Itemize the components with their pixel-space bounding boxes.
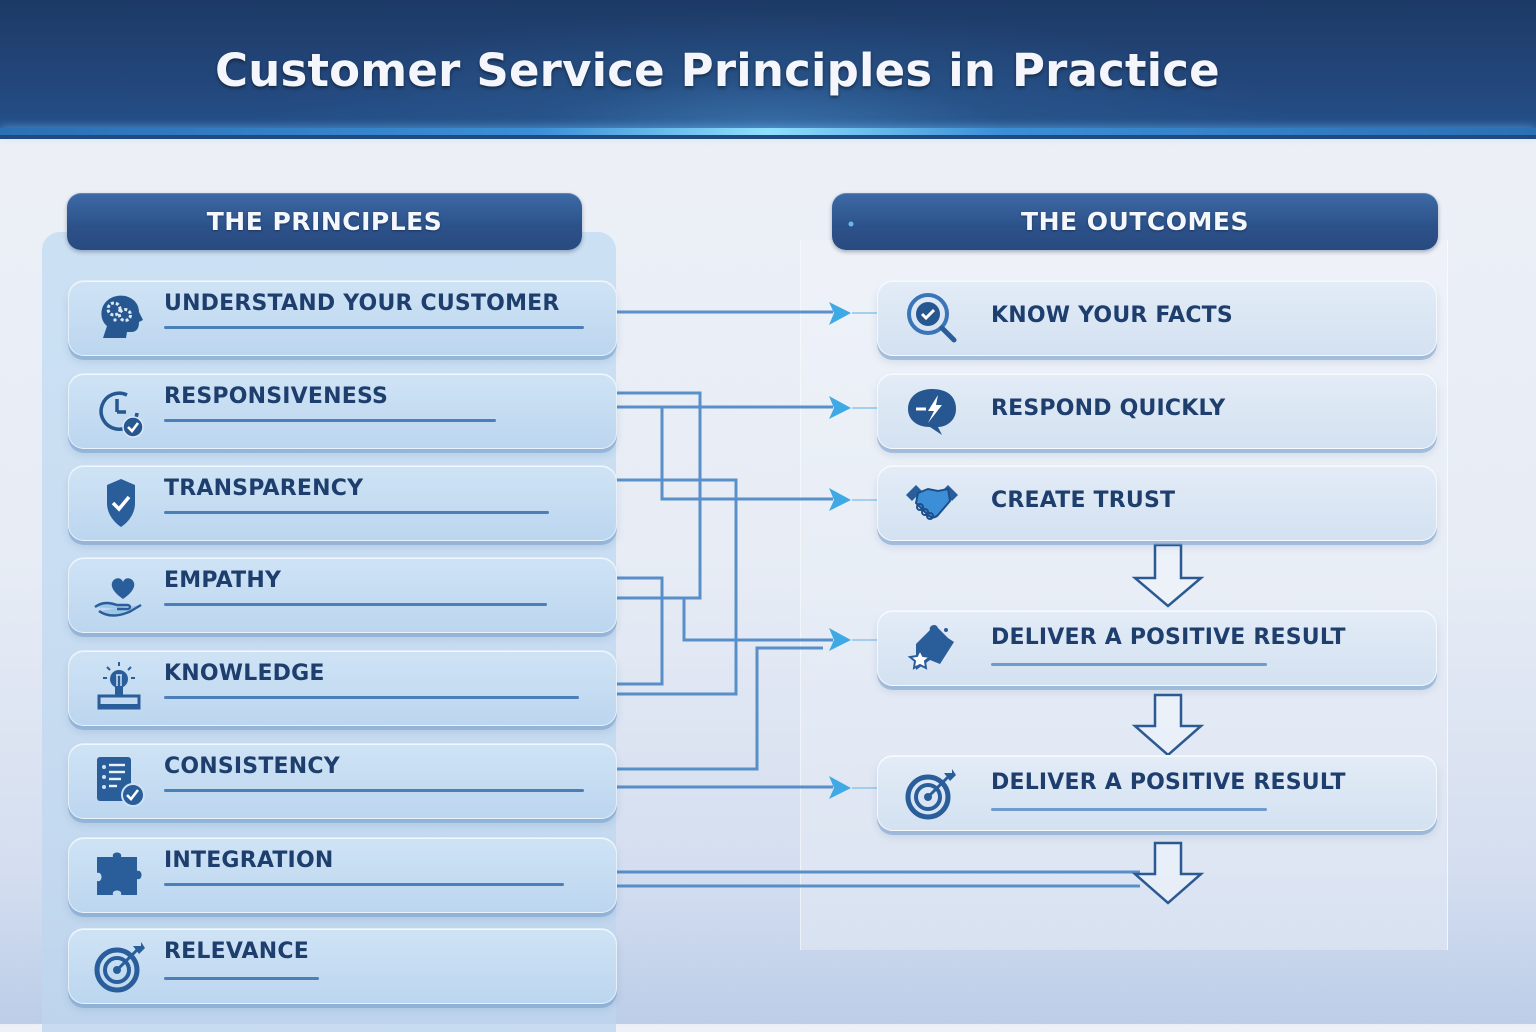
- outcome-label: RESPOND QUICKLY: [991, 396, 1226, 421]
- shield-check-icon: [107, 479, 135, 527]
- outcome-underline: [991, 808, 1267, 811]
- principle-label: RESPONSIVENESS: [164, 384, 389, 409]
- outcome-underline: [991, 663, 1267, 666]
- principle-label: CONSISTENCY: [164, 754, 340, 779]
- title-banner: [0, 0, 1536, 132]
- principle-card-responsiveness: RESPONSIVENESS: [68, 373, 617, 449]
- head-gears-icon: [101, 295, 143, 338]
- outcome-card-create-trust: CREATE TRUST: [877, 465, 1437, 541]
- principle-underline: [164, 326, 584, 329]
- principle-card-understand: UNDERSTAND YOUR CUSTOMER: [68, 280, 617, 356]
- outcome-label: CREATE TRUST: [991, 488, 1176, 513]
- principle-underline: [164, 883, 564, 886]
- principle-card-consistency: CONSISTENCY: [68, 743, 617, 819]
- heart-hand-icon: [94, 578, 142, 617]
- connector-responsiveness-respond: [615, 391, 702, 600]
- target-icon: [905, 769, 956, 820]
- principle-underline: [164, 511, 549, 514]
- principle-card-integration: INTEGRATION: [68, 837, 617, 913]
- handshake-icon: [906, 485, 958, 520]
- outcomes-panel: [800, 240, 1448, 950]
- outcome-card-respond-quickly: RESPOND QUICKLY: [877, 373, 1437, 449]
- puzzle-piece-icon: [97, 852, 142, 895]
- puzzle-star-icon: [907, 624, 954, 670]
- principle-card-empathy: EMPATHY: [68, 557, 617, 633]
- outcome-label: KNOW YOUR FACTS: [991, 303, 1233, 328]
- title-underline: [0, 135, 1536, 139]
- principle-label: TRANSPARENCY: [164, 476, 364, 501]
- principle-label: EMPATHY: [164, 568, 282, 593]
- clock-check-icon: [99, 391, 144, 438]
- connector-consistency-result: [615, 646, 823, 771]
- principle-underline: [164, 789, 584, 792]
- principle-underline: [164, 977, 319, 980]
- chat-lightning-icon: [908, 389, 956, 435]
- principle-card-relevance: RELEVANCE: [68, 928, 617, 1004]
- outcome-label: DELIVER A POSITIVE RESULT: [991, 770, 1346, 795]
- principle-underline: [164, 603, 547, 606]
- principle-label: RELEVANCE: [164, 939, 309, 964]
- principle-label: UNDERSTAND YOUR CUSTOMER: [164, 291, 560, 316]
- connector-transparency-trust: [615, 478, 738, 696]
- page-title: Customer Service Principles in Practice: [215, 44, 1220, 97]
- lightbulb-book-icon: [97, 662, 141, 710]
- principle-underline: [164, 696, 579, 699]
- outcome-label: DELIVER A POSITIVE RESULT: [991, 625, 1346, 650]
- principle-label: INTEGRATION: [164, 848, 334, 873]
- outcome-card-know-facts: KNOW YOUR FACTS: [877, 280, 1437, 356]
- principle-card-knowledge: KNOWLEDGE: [68, 650, 617, 726]
- connector-empathy-knowledge: [615, 576, 664, 686]
- target-icon: [94, 942, 145, 993]
- checklist-icon: [97, 757, 145, 807]
- outcome-card-positive-result-2: DELIVER A POSITIVE RESULT: [877, 755, 1437, 831]
- principle-label: KNOWLEDGE: [164, 661, 325, 686]
- magnifier-check-icon: [907, 293, 957, 343]
- principle-underline: [164, 419, 496, 422]
- title-glow-line: [0, 128, 1536, 135]
- principles-header: THE PRINCIPLES: [67, 193, 582, 250]
- principle-card-transparency: TRANSPARENCY: [68, 465, 617, 541]
- outcomes-header: THE OUTCOMES: [832, 193, 1438, 250]
- outcome-card-positive-result-1: DELIVER A POSITIVE RESULT: [877, 610, 1437, 686]
